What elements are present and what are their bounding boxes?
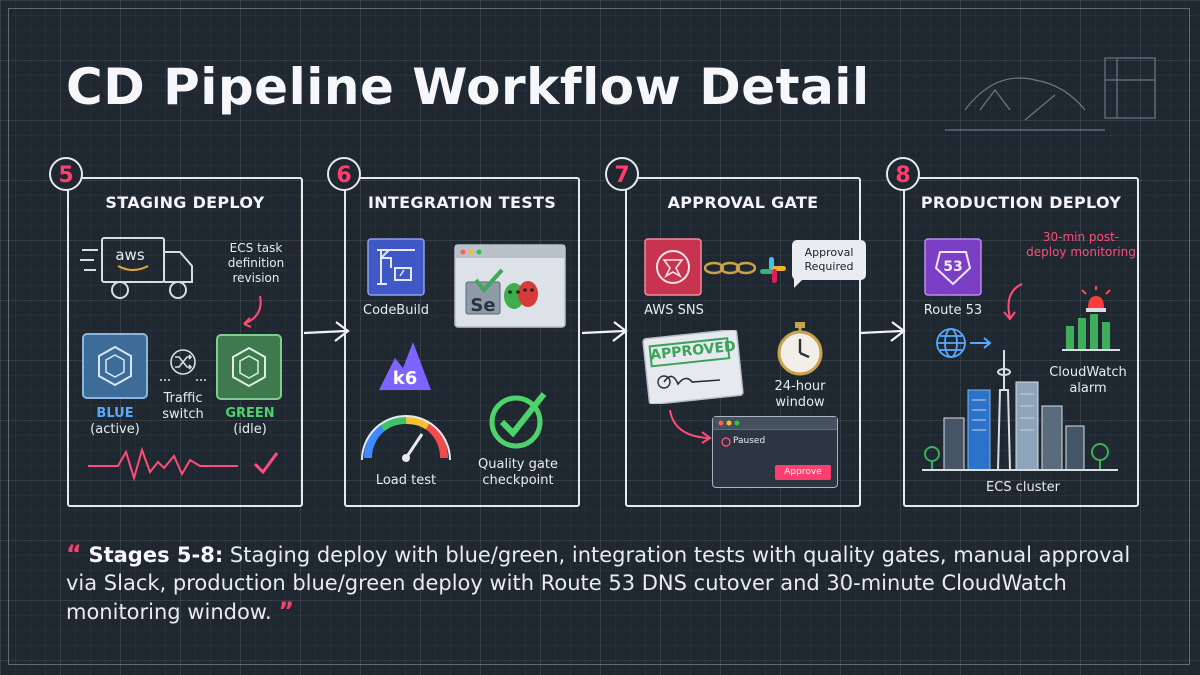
green-env-state: (idle) <box>233 422 267 437</box>
sns-label: AWS SNS <box>644 303 704 318</box>
approve-button[interactable]: Approve <box>775 465 831 480</box>
load-test-label: Load test <box>375 473 437 488</box>
traffic-switch-label: Traffic switch <box>162 391 204 422</box>
outer-frame <box>8 8 1190 665</box>
stopwatch-icon <box>777 322 823 376</box>
flow-arrow-6-7 <box>581 321 628 342</box>
paused-label: Paused <box>733 436 766 446</box>
flow-arrow-7-8 <box>859 321 906 342</box>
stage-8-panel: PRODUCTION DEPLOY <box>903 177 1139 507</box>
quality-gate-label: Quality gate checkpoint <box>478 457 558 488</box>
selenium-text: Se <box>470 295 496 316</box>
approval-dialog: Paused Approve <box>712 416 838 488</box>
dns-arrow-icon <box>970 337 992 349</box>
stage-7-number: 7 <box>605 157 639 191</box>
selenium-window-icon <box>454 244 566 328</box>
24-hour-window-label: 24-hour window <box>774 379 826 410</box>
shuffle-icon <box>160 349 206 381</box>
cloudwatch-alarm-label: CloudWatch alarm <box>1049 365 1127 396</box>
chain-icon <box>704 261 756 275</box>
truck-icon <box>80 237 193 299</box>
bubble-tail-icon <box>794 276 806 288</box>
stamp-icon <box>642 330 744 404</box>
check-icon <box>253 452 279 475</box>
gauge-icon <box>361 415 451 462</box>
blueprint-sketch-icon <box>945 57 1156 131</box>
approval-required-bubble: Approval Required <box>792 240 866 280</box>
window-dots-icon <box>718 420 740 426</box>
summary-quote: “ Stages 5-8: Staging deploy with blue/g… <box>66 540 1146 626</box>
open-quote-icon: “ <box>66 540 82 568</box>
green-env-label: GREEN <box>225 406 275 421</box>
flow-arrow-5-6 <box>303 321 350 342</box>
truck-logo-text: aws <box>115 246 145 264</box>
slack-icon <box>760 257 786 283</box>
route53-badge: 53 <box>943 259 963 275</box>
stage-5-number: 5 <box>49 157 83 191</box>
codebuild-label: CodeBuild <box>363 303 429 318</box>
ecs-blue-icon <box>82 333 148 399</box>
summary-text: Staging deploy with blue/green, integrat… <box>66 543 1131 624</box>
return-arrow-icon <box>669 409 712 444</box>
monitoring-note: 30-min post-deploy monitoring <box>1026 230 1136 259</box>
route53-icon <box>924 238 982 296</box>
ecs-cluster-label: ECS cluster <box>986 480 1060 495</box>
stage-7-panel: APPROVAL GATE <box>625 177 861 507</box>
stage-6-panel: INTEGRATION TESTS <box>344 177 580 507</box>
codebuild-icon <box>367 238 425 296</box>
stage-5-title: STAGING DEPLOY <box>105 193 265 212</box>
summary-lead: Stages 5-8: <box>88 543 224 567</box>
stage-7-title: APPROVAL GATE <box>667 193 819 212</box>
blue-env-state: (active) <box>90 422 140 437</box>
heartbeat-icon <box>88 446 238 482</box>
ecs-green-icon <box>216 334 282 400</box>
stage-6-number: 6 <box>327 157 361 191</box>
sns-icon <box>644 238 702 296</box>
curved-arrow-icon <box>243 295 262 328</box>
stage-6-title: INTEGRATION TESTS <box>367 193 557 212</box>
route53-label: Route 53 <box>923 303 983 318</box>
k6-label: k6 <box>392 368 418 389</box>
alarm-icon <box>1062 286 1120 351</box>
city-icon <box>922 350 1118 471</box>
quality-check-icon <box>489 392 547 449</box>
stage-8-title: PRODUCTION DEPLOY <box>920 193 1122 212</box>
ecs-task-note: ECS task definition revision <box>227 241 285 285</box>
close-quote-icon: ” <box>278 597 295 625</box>
stage-8-number: 8 <box>886 157 920 191</box>
dialog-titlebar <box>713 417 837 430</box>
blue-env-label: BLUE <box>96 406 134 421</box>
globe-icon <box>936 328 966 358</box>
stage-5-panel: STAGING DEPLOY <box>67 177 303 507</box>
paused-status-icon <box>721 437 731 447</box>
page-title: CD Pipeline Workflow Detail <box>66 58 870 116</box>
monitor-arrow-icon <box>1003 283 1023 321</box>
k6-icon <box>379 342 431 390</box>
